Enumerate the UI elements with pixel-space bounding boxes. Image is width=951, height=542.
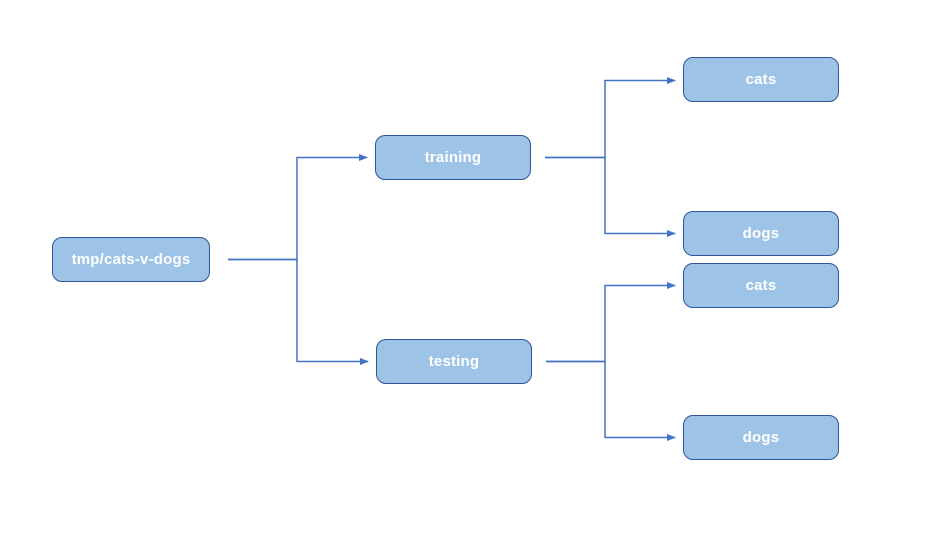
edge-testing-cats <box>546 282 676 363</box>
node-training-cats: cats <box>683 57 839 102</box>
node-training-dogs: dogs <box>683 211 839 256</box>
node-testing-dogs-label: dogs <box>742 429 780 446</box>
edge-root-testing <box>228 258 369 365</box>
node-training-label: training <box>424 149 482 166</box>
node-root-label: tmp/cats-v-dogs <box>71 251 191 268</box>
edge-root-training <box>228 154 368 261</box>
node-testing: testing <box>376 339 532 384</box>
node-testing-dogs: dogs <box>683 415 839 460</box>
edge-testing-dogs <box>546 360 676 441</box>
node-testing-cats: cats <box>683 263 839 308</box>
node-testing-label: testing <box>428 353 480 370</box>
node-training-cats-label: cats <box>745 71 777 88</box>
node-root: tmp/cats-v-dogs <box>52 237 210 282</box>
edge-training-dogs <box>545 156 676 237</box>
node-testing-cats-label: cats <box>745 277 777 294</box>
node-training-dogs-label: dogs <box>742 225 780 242</box>
node-training: training <box>375 135 531 180</box>
edge-training-cats <box>545 77 676 159</box>
